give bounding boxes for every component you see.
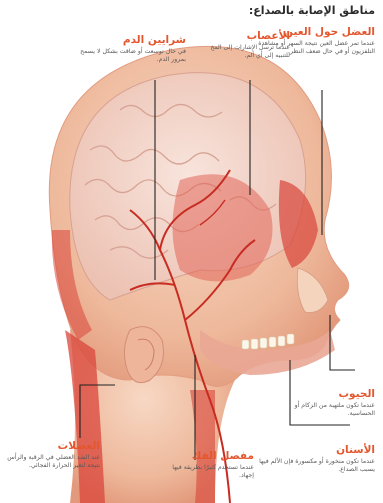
label-jaw-joint-title: مفصل الفك — [162, 450, 254, 462]
label-muscles-title: العضلات — [4, 440, 100, 452]
label-nerves: الأعصاب عندما ترسل الإشارات إلى المخ للت… — [198, 30, 290, 60]
label-muscles: العضلات عند الشد العضلي في الرقبة والرأس… — [4, 440, 100, 470]
label-sinuses-desc: عندما تكون ملتهبة من الزكام أو الحساسية. — [289, 402, 375, 418]
label-teeth-desc: عندما تكون منخورة أو مكسورة فإن الألم في… — [259, 458, 375, 474]
label-sinuses: الجيوب عندما تكون ملتهبة من الزكام أو ال… — [289, 388, 375, 418]
label-arteries-desc: في حال توسعت أو ضاقت بشكل لا يسمح بمرور … — [76, 48, 186, 64]
label-sinuses-title: الجيوب — [289, 388, 375, 400]
label-teeth: الأسنان عندما تكون منخورة أو مكسورة فإن … — [259, 444, 375, 474]
label-jaw-joint-desc: عندما تستخدم كثيرًا بطريقة فيها إجهاد. — [162, 464, 254, 480]
page-title: مناطق الإصابة بالصداع: — [249, 4, 375, 17]
label-nerves-desc: عندما ترسل الإشارات إلى المخ للتنبيه إلى… — [198, 44, 290, 60]
label-teeth-title: الأسنان — [259, 444, 375, 456]
label-arteries: شرايين الدم في حال توسعت أو ضاقت بشكل لا… — [76, 34, 186, 64]
label-jaw-joint: مفصل الفك عندما تستخدم كثيرًا بطريقة فيه… — [162, 450, 254, 480]
label-nerves-title: الأعصاب — [198, 30, 290, 42]
label-arteries-title: شرايين الدم — [76, 34, 186, 46]
label-muscles-desc: عند الشد العضلي في الرقبة والرأس نتيجة ل… — [4, 454, 100, 470]
